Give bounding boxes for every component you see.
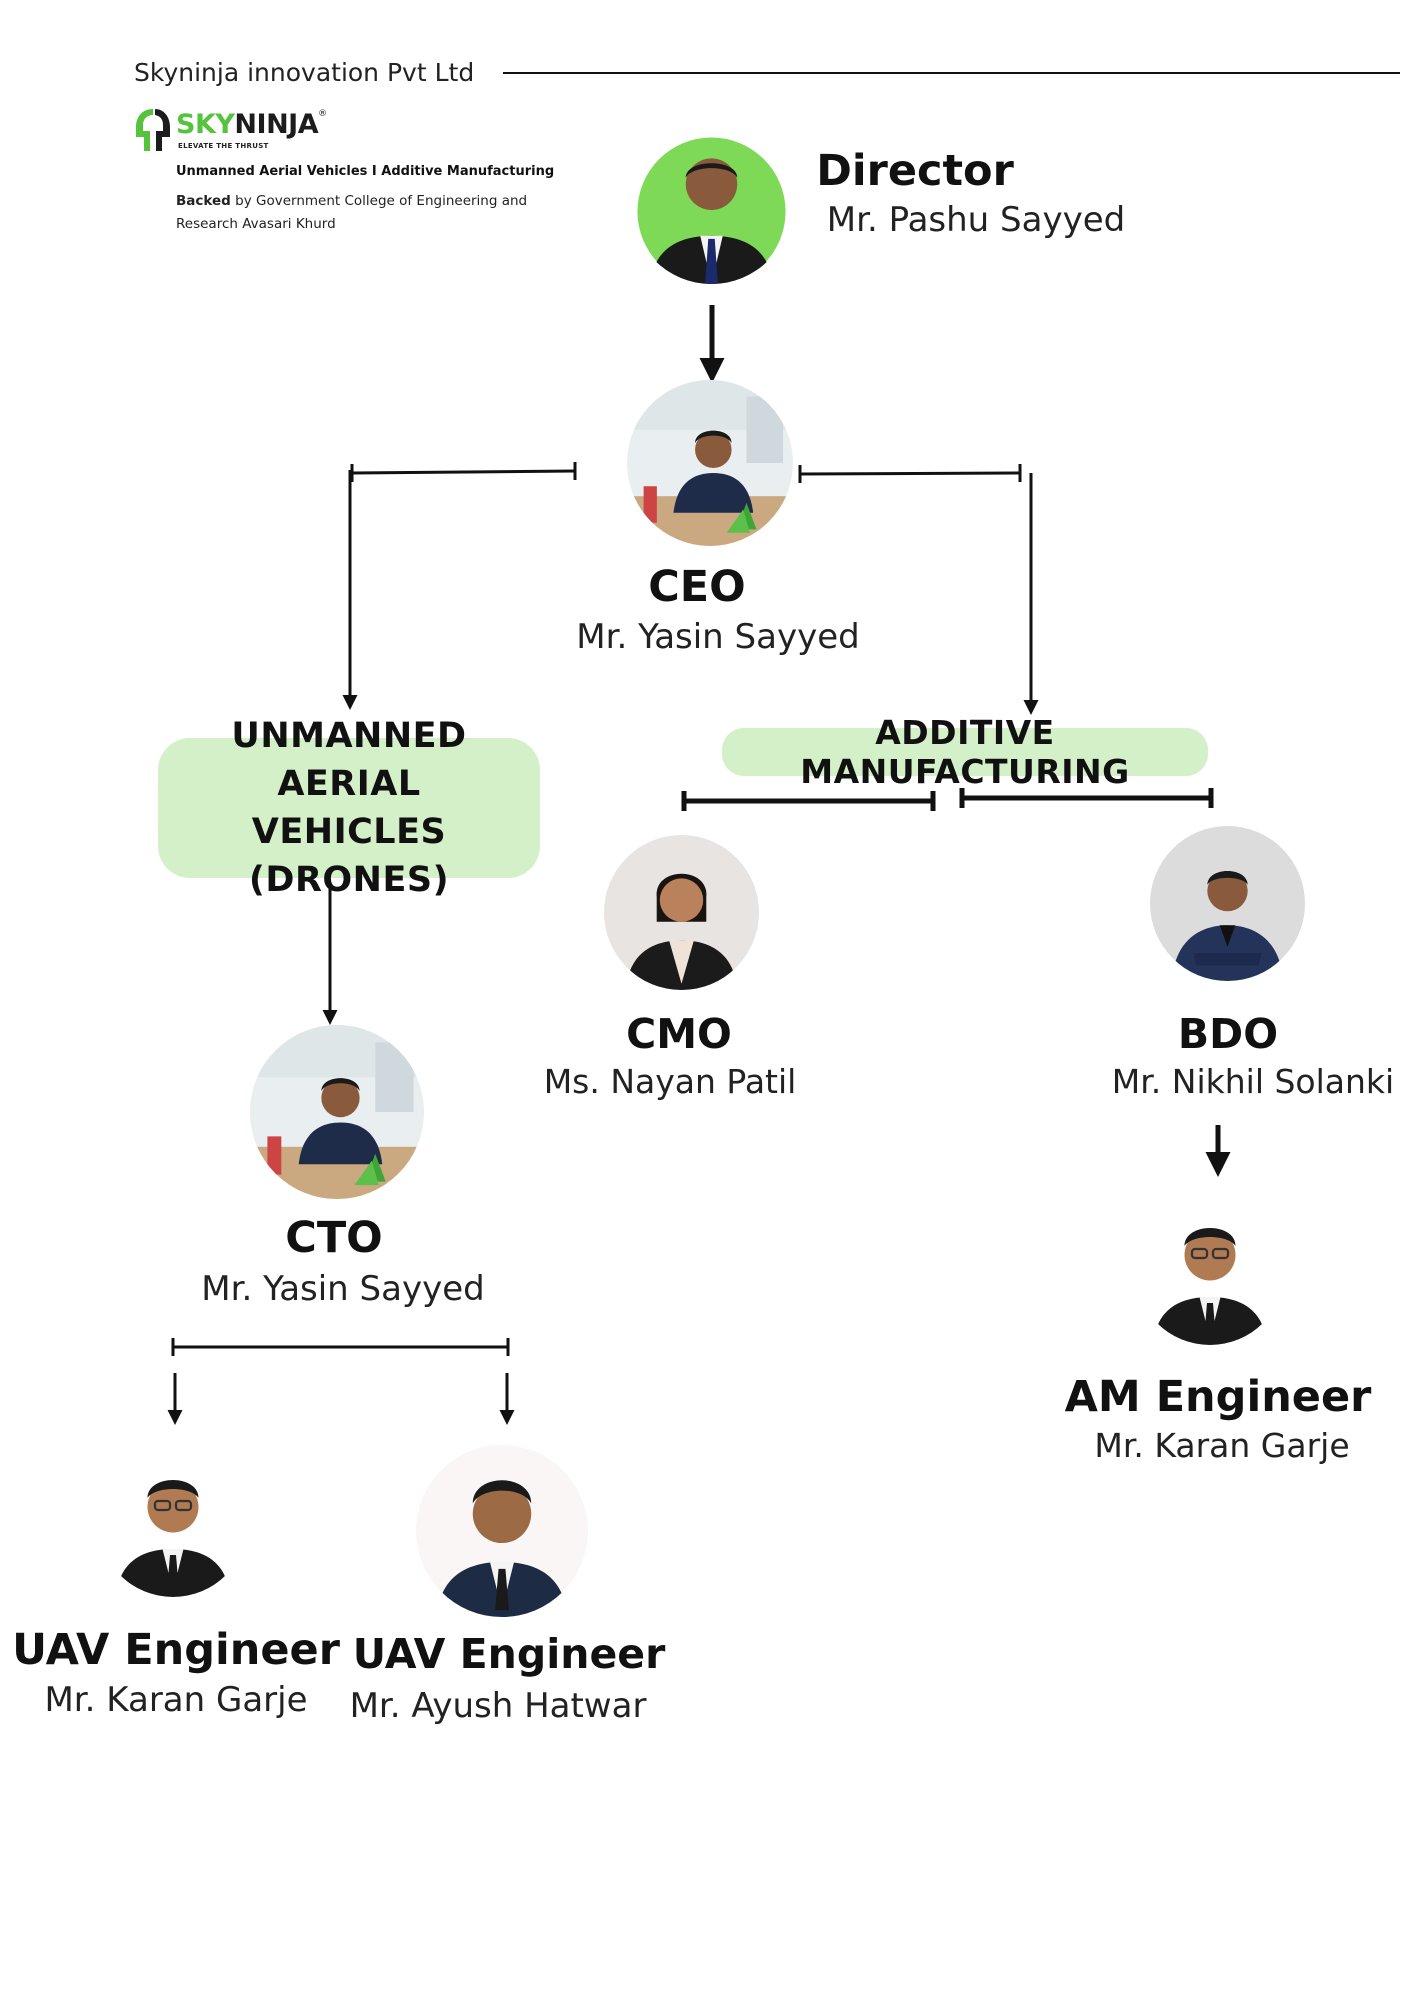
bracket-ceo-right bbox=[799, 471, 1021, 476]
business-lines-tagline: Unmanned Aerial Vehicles I Additive Manu… bbox=[176, 164, 555, 179]
director-photo bbox=[631, 123, 792, 284]
ceo-role: CEO bbox=[648, 562, 746, 612]
cmo-role: CMO bbox=[626, 1010, 732, 1058]
ceo-photo bbox=[627, 380, 793, 546]
person-photo-icon bbox=[631, 123, 792, 284]
person-photo-icon bbox=[1150, 826, 1305, 981]
bdo-name: Mr. Nikhil Solanki bbox=[1111, 1062, 1395, 1101]
am-division-label: ADDITIVE MANUFACTURING bbox=[722, 713, 1208, 791]
cto-name: Mr. Yasin Sayyed bbox=[201, 1269, 485, 1309]
skyninja-logo: SKYNINJA® ELEVATE THE THRUST bbox=[134, 107, 327, 155]
header-rule bbox=[503, 72, 1400, 74]
bdo-photo bbox=[1150, 826, 1305, 981]
am-engineer-name: Mr. Karan Garje bbox=[1094, 1426, 1350, 1465]
cmo-photo bbox=[604, 835, 759, 990]
cmo-name: Ms. Nayan Patil bbox=[543, 1062, 797, 1101]
uav-engineer-2-photo bbox=[416, 1445, 588, 1617]
ceo-name: Mr. Yasin Sayyed bbox=[576, 617, 860, 657]
cto-role: CTO bbox=[285, 1213, 383, 1263]
bracket-ceo-left bbox=[351, 469, 576, 475]
uav-engineer-1-photo bbox=[98, 1447, 248, 1597]
company-name: Skyninja innovation Pvt Ltd bbox=[134, 58, 475, 87]
am-engineer-photo bbox=[1135, 1195, 1285, 1345]
person-photo-icon bbox=[98, 1447, 248, 1597]
person-photo-icon bbox=[604, 835, 759, 990]
director-role: Director bbox=[816, 146, 1014, 196]
cto-photo bbox=[250, 1025, 424, 1199]
logo-tagline: ELEVATE THE THRUST bbox=[178, 142, 269, 150]
person-photo-icon bbox=[627, 380, 793, 546]
am-engineer-role: AM Engineer bbox=[1064, 1372, 1372, 1422]
person-photo-icon bbox=[416, 1445, 588, 1617]
uav-engineer-1-role: UAV Engineer bbox=[12, 1625, 340, 1675]
person-photo-icon bbox=[250, 1025, 424, 1199]
logo-brand-text: SKYNINJA® bbox=[176, 109, 327, 140]
person-photo-icon bbox=[1135, 1195, 1285, 1345]
director-name: Mr. Pashu Sayyed bbox=[826, 200, 1126, 240]
backed-by-text: Backed by Government College of Engineer… bbox=[176, 193, 528, 232]
uav-engineer-2-role: UAV Engineer bbox=[352, 1630, 666, 1678]
uav-engineer-2-name: Mr. Ayush Hatwar bbox=[349, 1686, 647, 1726]
helmet-logo-icon bbox=[136, 109, 170, 151]
bdo-role: BDO bbox=[1177, 1010, 1279, 1058]
uav-engineer-1-name: Mr. Karan Garje bbox=[44, 1680, 308, 1720]
